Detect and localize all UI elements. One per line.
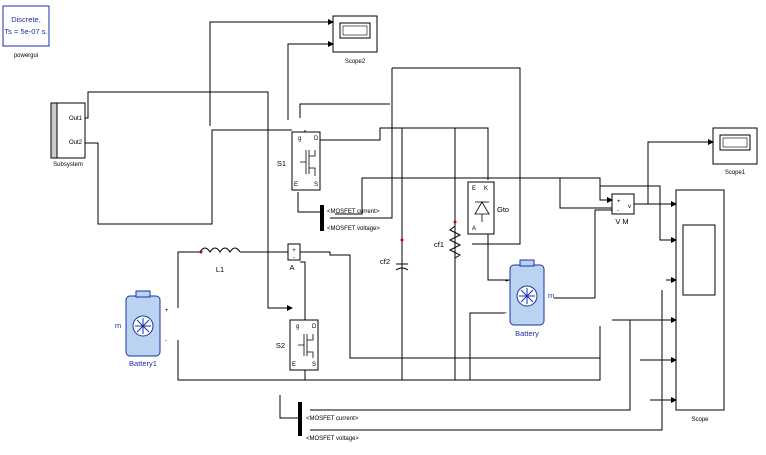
powergui-mode-text: Discrete, [11,15,41,24]
s1-s-text: S [314,182,318,188]
vm-minus-text: - [617,208,619,214]
s2-label: S2 [276,341,285,350]
voltmeter-label: V M [615,217,628,226]
gto-label: Gto [497,205,509,214]
battery1-plus-text: + [165,308,169,314]
s2-voltage-signal: <MOSFET voltage> [306,436,359,442]
s1-d-text: D [314,136,319,142]
s2-e-text: E [292,362,296,368]
battery-plus-text: + [505,279,509,285]
s2-d-text: D [312,324,317,330]
s2-bus-selector[interactable] [298,402,302,436]
s1-g-text: g [298,136,301,142]
gto-k-text: K [484,186,488,192]
s2-current-signal: <MOSFET current> [306,416,359,422]
scope-block[interactable] [675,189,725,411]
resistor-cf1[interactable] [448,220,462,259]
battery-block[interactable]: m + - [505,259,554,326]
subsystem-port-out2: Out2 [69,140,83,146]
s1-voltage-signal: <MOSFET voltage> [327,226,380,232]
mosfet-s2[interactable]: g D E S [289,319,319,371]
cf1-label: cf1 [434,240,444,249]
s2-s-text: S [312,362,316,368]
voltmeter-vm[interactable]: + - v [611,193,635,215]
cf2-label: cf2 [380,257,390,266]
l1-label: L1 [216,265,224,274]
vm-v-text: v [628,204,631,210]
mosfet-s1[interactable]: g D E S [291,131,321,191]
battery-label: Battery [515,329,539,338]
scope2-block[interactable] [332,15,378,53]
ammeter-plus-text: + [292,248,296,254]
battery1-block[interactable]: m + - [115,290,169,357]
powergui-label: powergui [14,53,38,59]
subsystem-block[interactable]: Out1 Out2 [50,102,86,159]
subsystem-label: Subsystem [53,162,83,168]
scope-label: Scope [691,417,709,423]
gto-thyristor[interactable]: E K A [467,181,495,235]
s1-current-signal: <MOSFET current> [327,209,380,215]
vm-plus-text: + [617,199,621,205]
battery1-minus-text: - [165,338,167,344]
battery-minus-text: - [505,310,507,316]
subsystem-port-out1: Out1 [69,116,83,122]
gto-a-text: A [472,226,476,232]
scope1-label: Scope1 [725,170,746,176]
s1-bus-selector[interactable] [320,205,324,231]
battery1-m-text: m [115,321,121,330]
ammeter-a[interactable]: + - [287,243,301,261]
inductor-l1[interactable] [199,247,241,254]
battery1-label: Battery1 [129,359,157,368]
s1-e-text: E [294,182,298,188]
powergui-ts-text: Ts = 5e-07 s. [4,27,47,36]
signal-wires [85,19,714,431]
powergui-block[interactable]: Discrete, Ts = 5e-07 s. [2,5,50,47]
s2-g-text: g [296,324,299,330]
battery-m-text: m [548,291,554,300]
s1-label: S1 [277,159,286,168]
scope2-label: Scope2 [345,59,366,65]
ammeter-minus-text: - [293,255,295,261]
ammeter-label: A [289,263,294,272]
capacitor-cf2[interactable] [395,238,409,271]
gto-e-text: E [472,186,476,192]
scope1-block[interactable] [712,127,758,165]
